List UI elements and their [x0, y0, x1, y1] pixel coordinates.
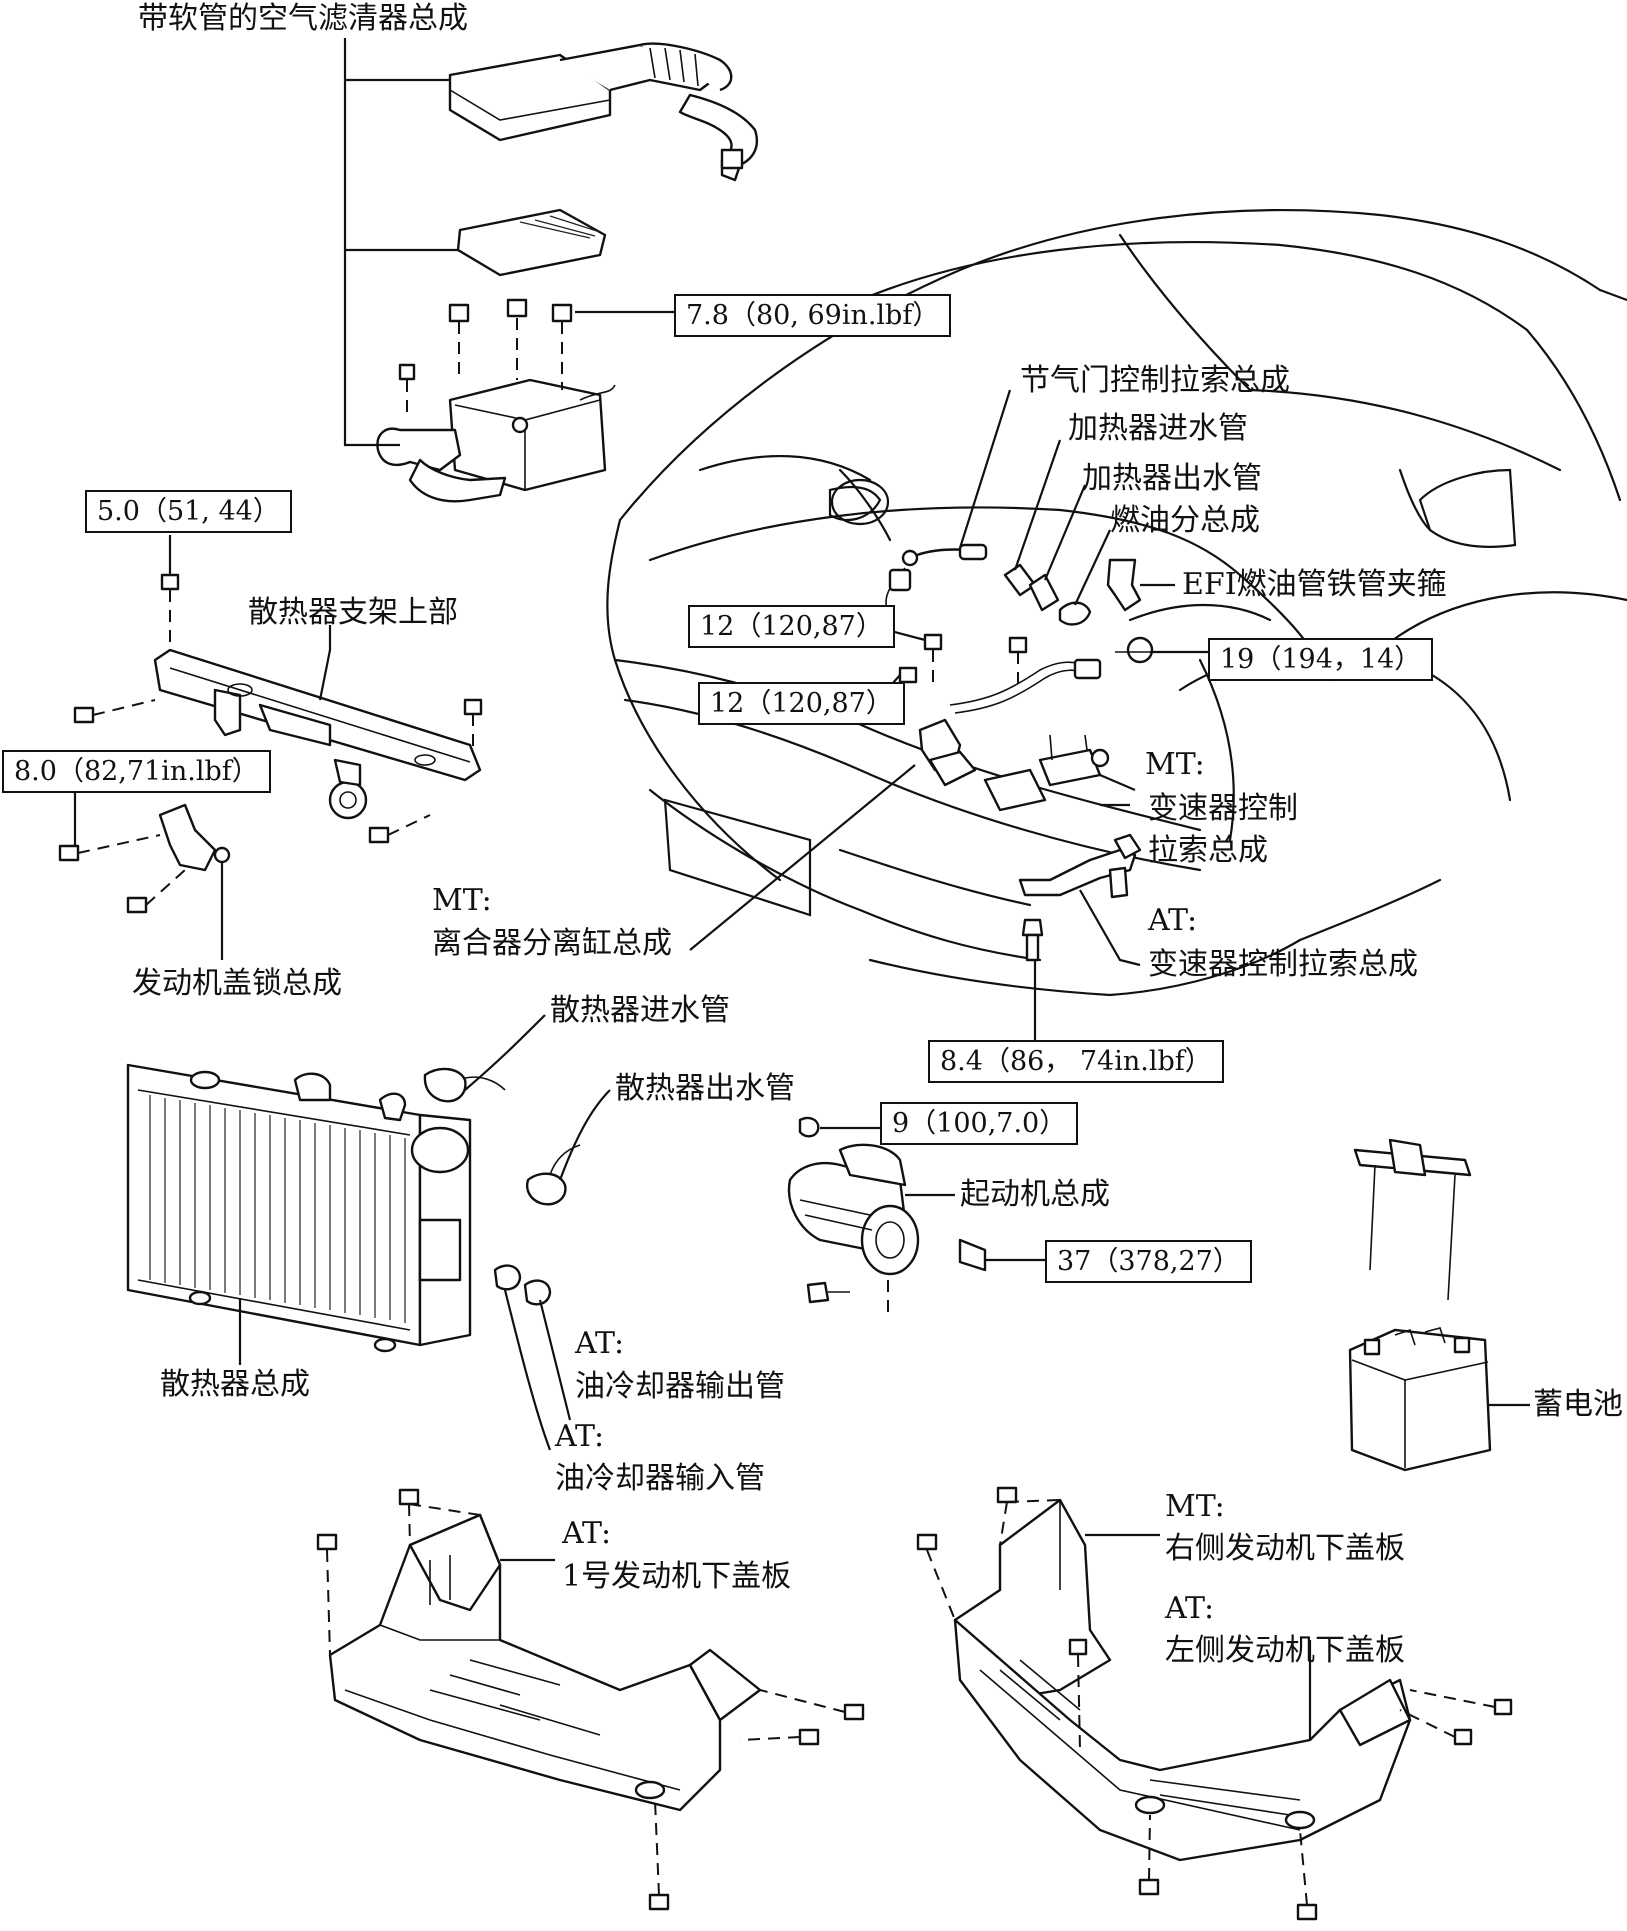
clutch-cylinder-leader [689, 764, 916, 951]
torque-box-cable-bolt-lower: 12（120,87） [698, 682, 905, 726]
label-at-prefix-1: AT: [1148, 903, 1198, 938]
torque-box-starter-nut: 9（100,7.0） [880, 1102, 1079, 1146]
trans-cable-mt-leader [1099, 773, 1136, 807]
torque-box-efi-clamp: 19（194，14） [1208, 638, 1434, 682]
air-cleaner-drawing [376, 42, 759, 503]
label-heater-inlet: 加热器进水管 [1068, 411, 1248, 446]
label-at-prefix-3: AT: [555, 1419, 605, 1454]
label-trans-cable-at: 变速器控制拉索总成 [1148, 947, 1418, 982]
radiator-inlet-leader [464, 1014, 546, 1091]
torque-box-cable-bolt-upper: 12（120,87） [688, 605, 895, 649]
label-under-cover-left: 左侧发动机下盖板 [1165, 1633, 1405, 1668]
label-mt-prefix-2: MT: [432, 883, 492, 918]
fuel-rail-leader [1074, 529, 1111, 606]
radiator-support-leader [318, 625, 332, 701]
label-starter: 起动机总成 [960, 1177, 1110, 1212]
label-mt-prefix-1: MT: [1145, 747, 1205, 782]
label-heater-outlet: 加热器出水管 [1082, 461, 1262, 496]
label-radiator-outlet-hose: 散热器出水管 [615, 1071, 795, 1106]
heater-inlet-leader [1013, 439, 1062, 571]
label-efi-clamp: EFI燃油管铁管夹箍 [1182, 567, 1447, 602]
battery-drawing [1348, 1138, 1492, 1472]
radiator-support-drawing [58, 573, 483, 914]
label-radiator-inlet-hose: 散热器进水管 [550, 993, 730, 1028]
label-oil-cooler-out: 油冷却器输出管 [575, 1369, 785, 1404]
engine-bay-parts [885, 543, 1160, 962]
torque-box-trans-nut: 8.4（86， 74in.lbf） [928, 1040, 1224, 1084]
label-at-prefix-4: AT: [562, 1516, 612, 1551]
label-trans-cable-mt-line2: 拉索总成 [1148, 833, 1268, 868]
label-clutch-cylinder: 离合器分离缸总成 [432, 926, 672, 961]
under-cover-1-drawing [316, 1488, 865, 1911]
label-radiator: 散热器总成 [160, 1367, 310, 1402]
radiator-drawing [126, 1063, 581, 1353]
label-radiator-support: 散热器支架上部 [248, 595, 458, 630]
air-cleaner-leader [343, 38, 458, 447]
label-mt-prefix-3: MT: [1165, 1489, 1225, 1524]
cable-bolts [898, 633, 1028, 690]
label-trans-cable-mt-line1: 变速器控制 [1148, 791, 1298, 826]
starter-drawing [787, 1116, 987, 1320]
label-air-cleaner: 带软管的空气滤清器总成 [138, 1, 468, 36]
radiator-core-fins [149, 1095, 406, 1323]
label-oil-cooler-in: 油冷却器输入管 [555, 1461, 765, 1496]
torque-box-starter-bolt: 37（378,27） [1045, 1240, 1252, 1284]
under-cover-side-drawing [916, 1486, 1513, 1921]
label-at-prefix-2: AT: [575, 1326, 625, 1361]
label-under-cover-1: 1号发动机下盖板 [562, 1559, 792, 1594]
under-cover-1-slots [429, 1555, 601, 1736]
radiator-outlet-leader [558, 1089, 611, 1181]
label-battery: 蓄电池 [1533, 1387, 1623, 1422]
label-hood-lock: 发动机盖锁总成 [132, 966, 342, 1001]
torque-box-air-cleaner: 7.8（80, 69in.lbf） [674, 294, 952, 338]
label-throttle-cable: 节气门控制拉索总成 [1020, 363, 1290, 398]
throttle-cable-leader [958, 389, 1012, 549]
oil-cooler-out-leader [538, 1299, 572, 1421]
label-under-cover-right: 右侧发动机下盖板 [1165, 1531, 1405, 1566]
under-cover-side-ribs [999, 1659, 1301, 1816]
heater-outlet-leader [1043, 484, 1087, 581]
oil-cooler-in-leader [503, 1289, 552, 1451]
trans-cable-at-leader [1079, 889, 1141, 967]
label-fuel-rail: 燃油分总成 [1110, 503, 1260, 538]
torque-box-hood-lock: 8.0（82,71in.lbf） [2, 750, 271, 794]
label-at-prefix-5: AT: [1165, 1591, 1215, 1626]
torque-box-support-top: 5.0（51, 44） [85, 490, 292, 534]
